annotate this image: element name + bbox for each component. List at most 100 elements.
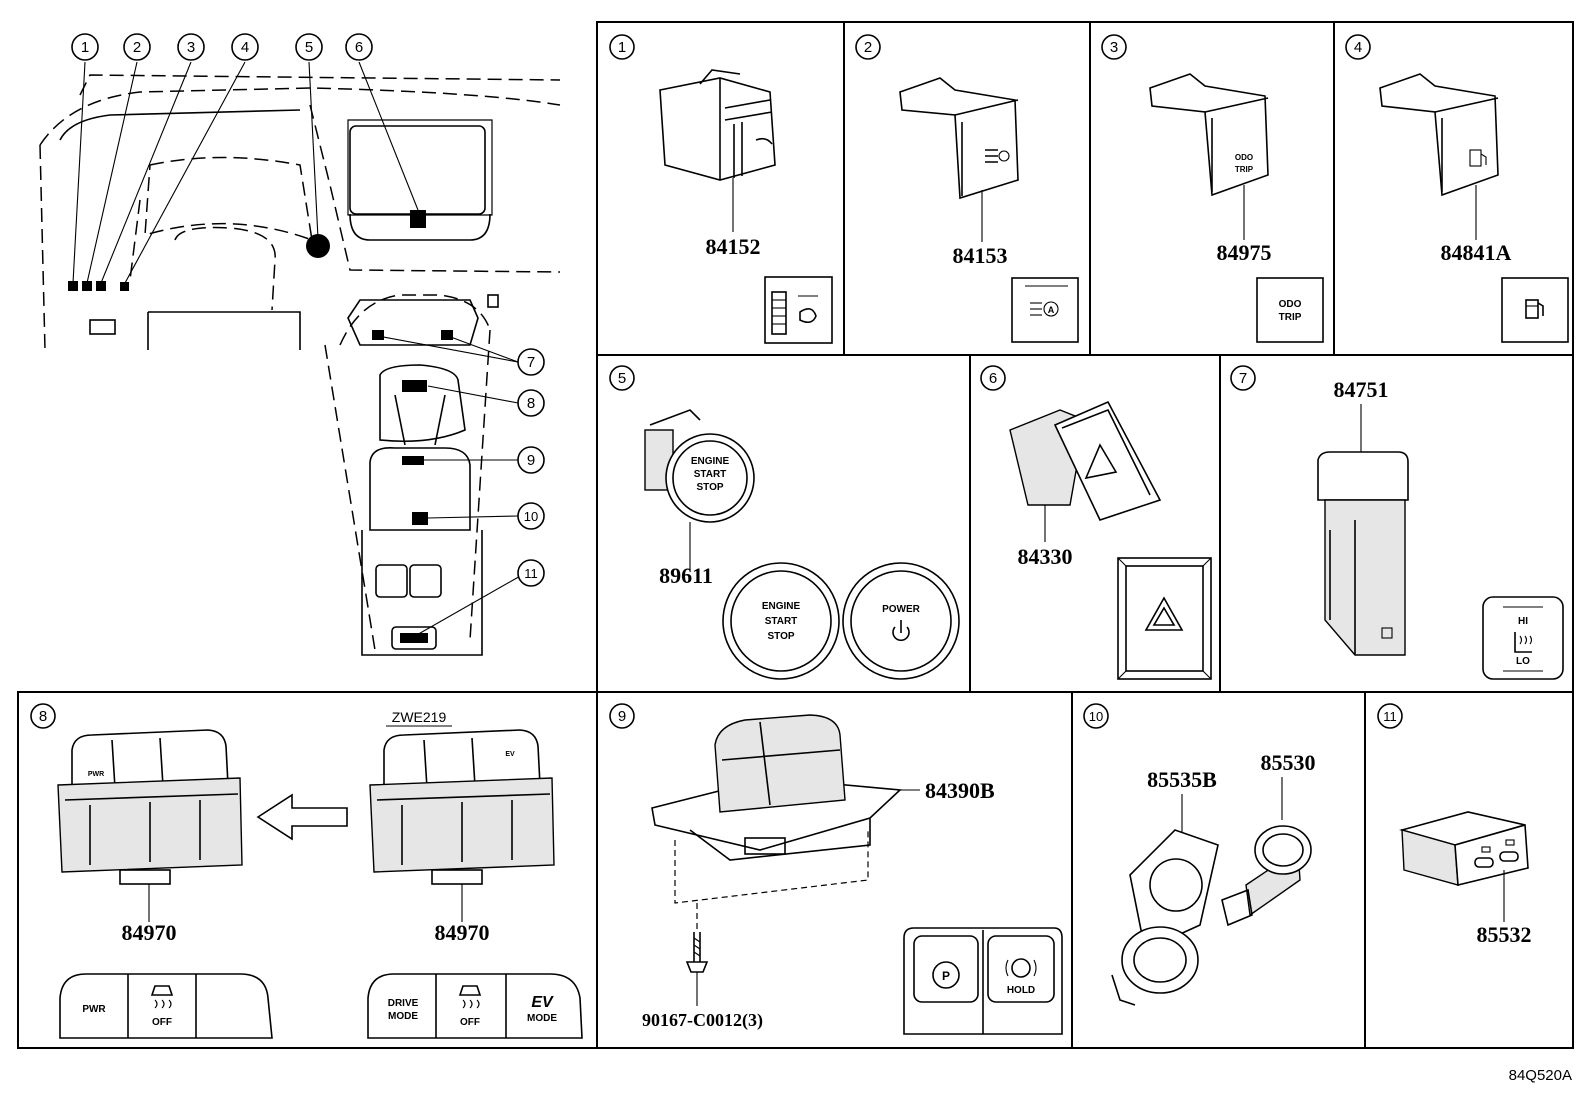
trip-label: TRIP: [1279, 312, 1302, 323]
engine-start-stop-face: ENGINE START STOP: [722, 562, 840, 680]
off-label-right: OFF: [460, 1017, 480, 1028]
part-number-84751: 84751: [1334, 377, 1389, 402]
svg-text:3: 3: [1110, 39, 1118, 56]
panel-7: 7 84751 HI LO: [1230, 365, 1564, 680]
switch-84153-face: A: [1011, 277, 1079, 343]
svg-text:9: 9: [527, 452, 535, 469]
svg-text:3: 3: [187, 39, 195, 56]
svg-text:10: 10: [1089, 709, 1103, 724]
panel-1: 1 84152: [609, 34, 833, 344]
mode-label: MODE: [388, 1011, 418, 1022]
part-number-84153: 84153: [953, 243, 1008, 268]
lo-label: LO: [1516, 656, 1530, 667]
part-number-90167: 90167-C0012(3): [642, 1010, 763, 1031]
off-label: OFF: [152, 1017, 172, 1028]
engine-label: ENGINE: [762, 601, 801, 612]
start-label: START: [765, 616, 798, 627]
socket-85530-drawing: [1221, 825, 1312, 927]
switch-84970-right-face: DRIVE MODE OFF EV MODE: [367, 973, 583, 1039]
part-number-85532: 85532: [1477, 922, 1532, 947]
fuel-door-icon: [1525, 299, 1544, 319]
figure-id: 84Q520A: [1509, 1067, 1572, 1084]
panel-1-callout: 1: [609, 34, 635, 60]
switch-84841A-face: [1501, 277, 1569, 343]
panel-7-callout: 7: [1230, 365, 1256, 391]
svg-text:1: 1: [81, 39, 89, 56]
drive-label: DRIVE: [388, 998, 419, 1009]
svg-text:2: 2: [133, 39, 141, 56]
svg-text:STOP: STOP: [696, 482, 723, 493]
switch-84975-face: ODO TRIP: [1256, 277, 1324, 343]
part-number-84152: 84152: [706, 234, 761, 259]
panel-11-callout: 11: [1377, 703, 1403, 729]
panel-2-callout: 2: [855, 34, 881, 60]
part-number-85535B: 85535B: [1147, 767, 1217, 792]
hi-label: HI: [1518, 616, 1528, 627]
switch-89611-drawing: ENGINE START STOP: [644, 409, 755, 523]
svg-text:6: 6: [355, 39, 363, 56]
ev-label: EV: [531, 994, 554, 1011]
svg-text:TRIP: TRIP: [1235, 165, 1254, 174]
svg-text:7: 7: [527, 354, 535, 371]
switch-84152-drawing: [659, 69, 776, 181]
part-number-84970-left: 84970: [122, 920, 177, 945]
overview-leaders: [72, 61, 523, 637]
power-icon: [892, 620, 910, 642]
svg-text:4: 4: [1354, 39, 1362, 56]
svg-text:2: 2: [864, 39, 872, 56]
pwr-label: PWR: [82, 1004, 106, 1015]
panel-10-callout: 10: [1083, 703, 1109, 729]
switch-84841A-drawing: [1379, 73, 1499, 197]
part-number-85530: 85530: [1261, 750, 1316, 775]
switch-84970-left-drawing: PWR: [57, 729, 243, 885]
svg-text:5: 5: [618, 370, 626, 387]
svg-text:8: 8: [527, 395, 535, 412]
power-button-face: POWER: [842, 562, 960, 680]
svg-text:A: A: [1048, 305, 1055, 315]
svg-text:4: 4: [241, 39, 249, 56]
seat-heater-icon: [1514, 632, 1533, 653]
switch-84751-face: HI LO: [1482, 596, 1564, 680]
panel-8-callout: 8: [30, 703, 56, 729]
panel-6-callout: 6: [980, 365, 1006, 391]
switch-84970-right-drawing: EV: [369, 729, 555, 885]
svg-text:11: 11: [1383, 709, 1397, 724]
part-number-84330: 84330: [1018, 544, 1073, 569]
callout-6: 6: [345, 33, 373, 61]
part-number-84970-right: 84970: [435, 920, 490, 945]
callout-4: 4: [231, 33, 259, 61]
panel-11: 11 85532: [1377, 703, 1532, 947]
switch-84330-face: [1117, 557, 1212, 680]
arrow-left-icon: [256, 793, 348, 841]
light-dimmer-icon: [798, 295, 818, 324]
stop-label: STOP: [767, 631, 794, 642]
socket-85535B-drawing: [1111, 829, 1219, 1006]
panel-8: 8 ZWE219 PWR 84970 EV 84970: [30, 703, 583, 1039]
panel-10: 10 85535B 85530: [1083, 703, 1316, 1006]
switch-84390B-face: P HOLD: [903, 927, 1063, 1035]
svg-text:START: START: [694, 469, 727, 480]
panel-3-callout: 3: [1101, 34, 1127, 60]
switch-84390B-drawing: [651, 714, 902, 861]
svg-text:8: 8: [39, 708, 47, 725]
panel-3: 3 ODO TRIP 84975 ODO TRIP: [1101, 34, 1324, 343]
part-number-89611: 89611: [659, 563, 713, 588]
switch-84975-drawing: ODO TRIP: [1149, 73, 1269, 197]
panel-4-callout: 4: [1345, 34, 1371, 60]
power-label: POWER: [882, 604, 921, 615]
svg-text:PWR: PWR: [88, 771, 104, 778]
svg-text:6: 6: [989, 370, 997, 387]
callout-11: 11: [517, 559, 545, 587]
usb-85532-drawing: [1399, 811, 1529, 886]
panel-4: 4 84841A: [1345, 34, 1569, 343]
part-number-84975: 84975: [1217, 240, 1272, 265]
callout-1: 1: [71, 33, 99, 61]
switch-84153-drawing: [899, 77, 1019, 200]
hold-label: HOLD: [1007, 985, 1035, 996]
odo-label: ODO: [1279, 299, 1302, 310]
svg-text:ENGINE: ENGINE: [691, 456, 730, 467]
callout-9: 9: [517, 446, 545, 474]
svg-text:5: 5: [305, 39, 313, 56]
overview-dashboard: [39, 74, 561, 656]
